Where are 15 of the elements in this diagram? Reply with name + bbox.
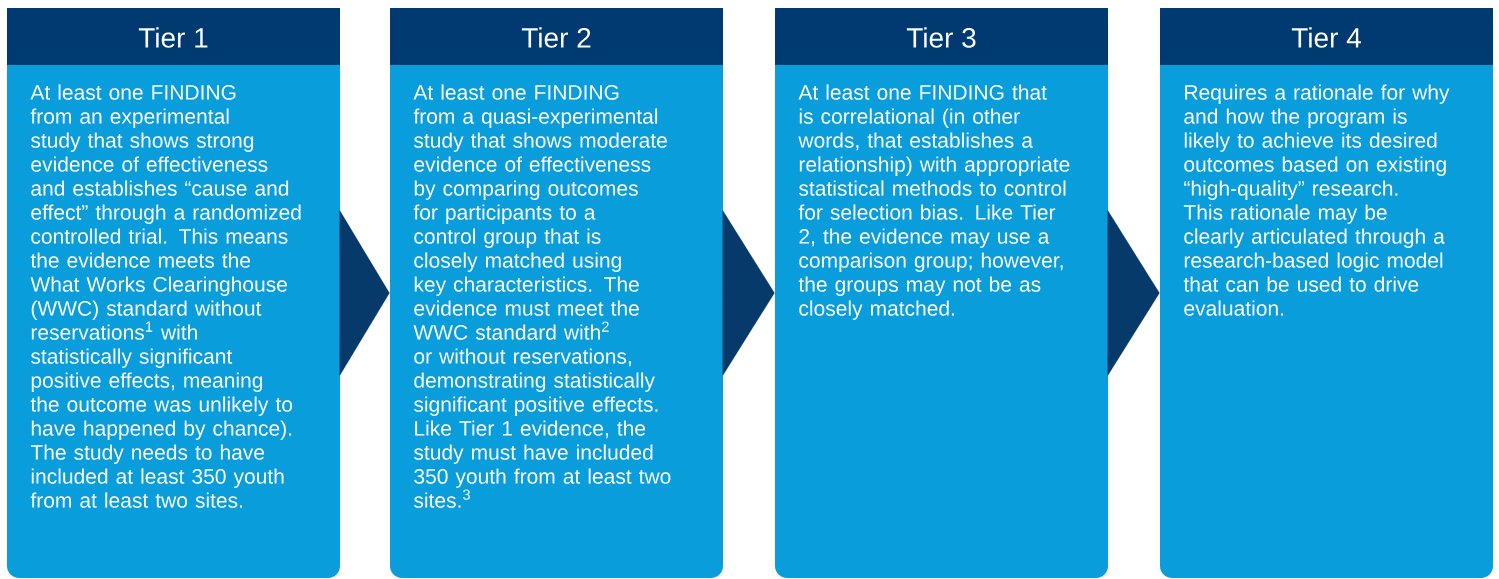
tier-description: At least one FINDING that is correlational (in other words, that establishes a relationship) with appropriate statistical methods to control for selection bias. Like Tier 2, the evidence may use a comparison group; however, the groups may not be as closely matched. — [798, 84, 1070, 320]
tier-card — [775, 8, 1108, 578]
tier-card — [7, 8, 340, 578]
tier-card — [1160, 8, 1493, 578]
tier-description: At least one FINDING from an experimental study that shows strong evidence of effectiveness and establishes “cause and effect” through a randomized controlled trial. This means the evidence meets the What Works Clearinghouse (WWC) standard without reservations$^{1}$ with statistically significant positive effects, meaning the outcome was unlikely to have happened by chance). The study needs to have included at least 350 youth from at least two sites. — [30, 84, 301, 508]
arrow — [1107, 210, 1160, 376]
tier-heading: Tier 1 — [138, 27, 208, 48]
tier-heading: Tier 4 — [1291, 27, 1361, 48]
arrow — [339, 210, 390, 376]
arrow — [722, 210, 775, 376]
tier-heading: Tier 3 — [906, 27, 976, 48]
tier-description: Requires a rationale for why and how the program is likely to achieve its desired outcomes based on existing “high-quality” research. This rationale may be clearly articulated through a research-based logic model that can be used to drive evaluation. — [1183, 84, 1450, 316]
tier-description: At least one FINDING from a quasi-experimental study that shows moderate evidence of effectiveness by comparing outcomes for participants to a control group that is closely matched using key characteristics. The evidence must meet the WWC standard with$^{2}$ or without reservations, demonstrating statistically significant positive effects. Like Tier 1 evidence, the study must have included 350 youth from at least two sites.$^{3}$ — [413, 84, 671, 508]
tier-heading: Tier 2 — [521, 27, 591, 48]
tier-card — [390, 8, 723, 578]
